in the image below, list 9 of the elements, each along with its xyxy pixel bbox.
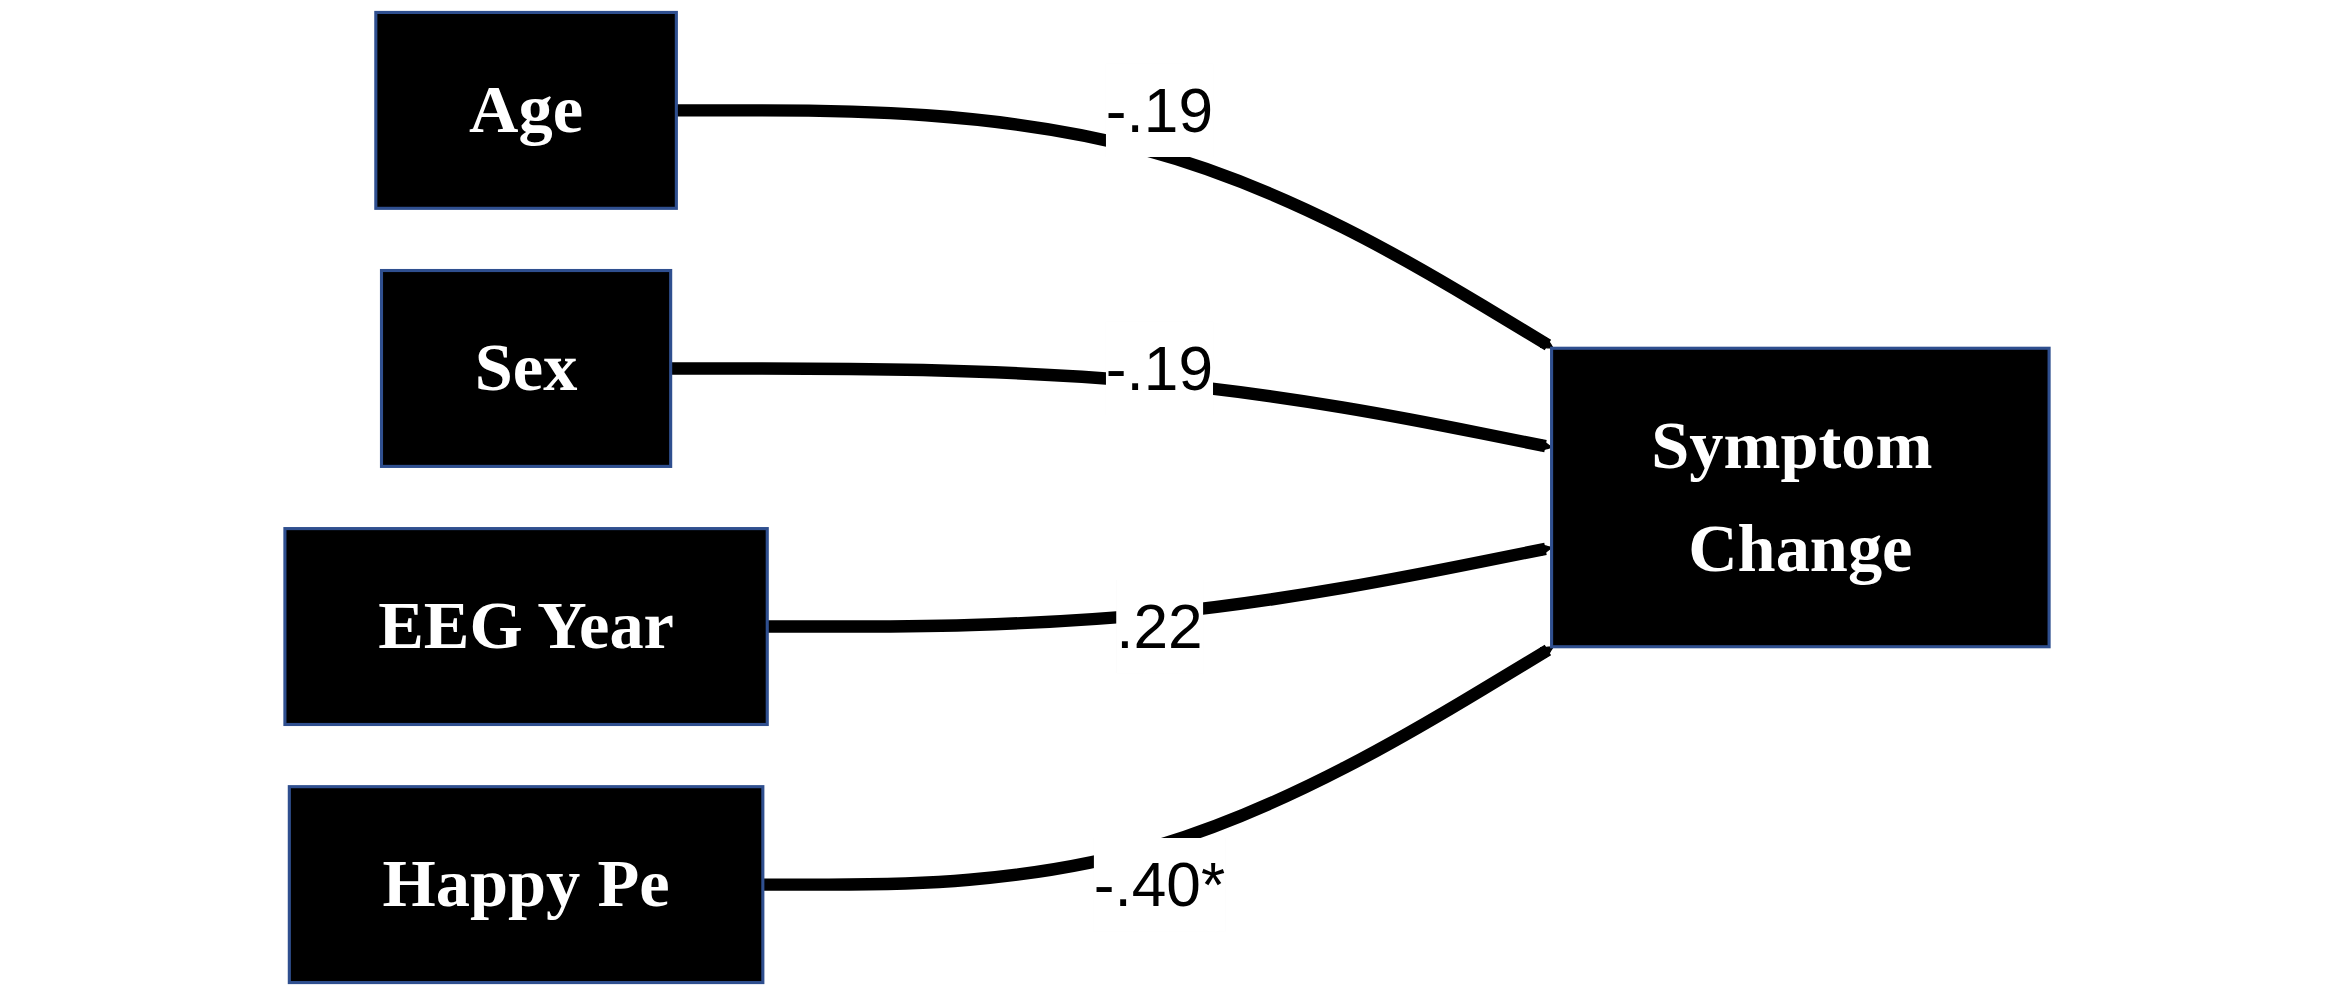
edge-label: -.19 xyxy=(1105,76,1214,145)
node-box: Symptom Change xyxy=(1550,346,2051,649)
node-box: Sex xyxy=(379,268,673,468)
node-box: Age xyxy=(374,10,678,210)
edge-label: .22 xyxy=(1116,592,1203,661)
node-box: EEG Year xyxy=(283,527,769,727)
node-box: Happy Pe xyxy=(287,785,765,985)
edge-label: -.40* xyxy=(1093,850,1226,919)
edge-label: -.19 xyxy=(1105,334,1214,403)
